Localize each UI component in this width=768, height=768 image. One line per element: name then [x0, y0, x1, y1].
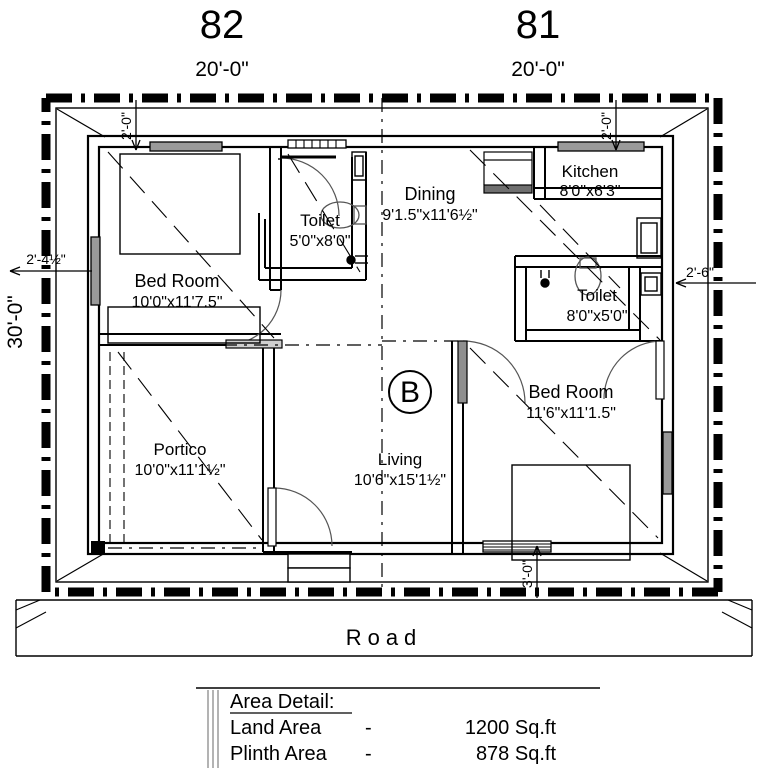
room-name-bedroom-left: Bed Room [134, 271, 219, 291]
dim-left-side-label: 2'-4½" [26, 251, 66, 267]
portico-column [91, 541, 105, 555]
dim-bottom [532, 545, 542, 598]
wc-bowl-left [320, 201, 360, 229]
room-size-dining: 9'1.5"x11'6½" [382, 207, 477, 224]
wash-basin-left-bowl [354, 155, 364, 177]
kitchen-sink [636, 217, 662, 259]
room-size-living: 10'6"x15'1½" [354, 472, 446, 489]
entry-steps [287, 553, 351, 583]
window-toilet-left-top [287, 139, 347, 149]
dim-left-side [9, 266, 92, 276]
plot-number-82: 82 [200, 3, 245, 47]
block-marker-circle [388, 370, 432, 414]
wc-bowl-right [574, 256, 602, 296]
block-marker-label: B [400, 376, 420, 409]
wash-basin-bowl [644, 276, 658, 292]
area-detail-left-rule [207, 690, 219, 768]
dim-bottom-label: 3'-0" [519, 560, 535, 588]
windows [90, 139, 673, 553]
step-1 [287, 553, 351, 569]
plot-width-82: 20'-0" [195, 58, 249, 81]
wardrobe-left [107, 306, 261, 344]
room-size-bedroom-right: 11'6"x11'1.5" [526, 405, 616, 422]
dim-right-side-label: 2'-6" [686, 264, 714, 280]
kitchen-sink-basin [640, 222, 658, 254]
furniture [107, 151, 662, 561]
room-labels: Bed Room 10'0"x11'7.5" Toilet 5'0"x8'0" … [131, 162, 627, 489]
dim-top-right-label: 2'-0" [598, 112, 614, 140]
area-row-label-1: Plinth Area [230, 743, 328, 765]
room-diagonals [107, 149, 661, 541]
window-dining-top [483, 151, 533, 161]
room-size-bedroom-left: 10'0"x11'7.5" [131, 294, 222, 311]
dim-left-overall-label: 30'-0" [4, 295, 27, 349]
doors [225, 155, 665, 547]
dim-right-side [675, 278, 756, 288]
room-size-toilet-left: 5'0"x8'0" [289, 233, 350, 250]
dim-top-left-label: 2'-0" [118, 112, 134, 140]
area-row-value-0: 1200 Sq.ft [465, 717, 557, 739]
room-name-toilet-right: Toilet [577, 286, 617, 305]
counter-dining [483, 184, 533, 194]
room-name-living: Living [378, 450, 422, 469]
step-2 [287, 567, 351, 583]
room-name-toilet-left: Toilet [300, 211, 340, 230]
wc-cistern-left [353, 205, 367, 225]
room-size-portico: 10'0"x11'1½" [134, 462, 225, 479]
road-label: Road [346, 625, 423, 650]
room-size-toilet-right: 8'0"x5'0" [566, 308, 627, 325]
area-detail-block: Area Detail: Land Area - 1200 Sq.ft Plin… [196, 687, 600, 768]
bed-right [511, 464, 631, 561]
wash-basin-left [351, 151, 367, 181]
room-name-dining: Dining [404, 184, 455, 204]
road-band [15, 599, 753, 657]
dim-top-right [611, 100, 621, 151]
corner-diagonals [56, 108, 708, 582]
window-bedroom-left-side [90, 236, 101, 306]
area-row-label-0: Land Area [230, 717, 322, 739]
room-name-kitchen: Kitchen [562, 162, 619, 181]
window-kitchen-top [557, 141, 645, 152]
dim-top-left [131, 100, 141, 151]
area-row-dash-0: - [365, 717, 372, 739]
room-name-portico: Portico [154, 440, 207, 459]
plot-number-81: 81 [516, 3, 561, 47]
window-bedroom-left-top [149, 141, 223, 152]
wash-basin-right [640, 272, 662, 296]
bed-left [119, 153, 241, 255]
area-detail-title: Area Detail: [230, 691, 335, 713]
plumbing-taps [346, 255, 550, 288]
window-bedroom-right-side [662, 431, 673, 495]
room-name-bedroom-right: Bed Room [528, 382, 613, 402]
portico-dashed-columns [109, 352, 125, 548]
room-size-kitchen: 8'0"x6'3" [559, 183, 620, 200]
slab-grid-lines [99, 98, 463, 592]
area-row-value-1: 878 Sq.ft [476, 743, 557, 765]
plot-width-81: 20'-0" [511, 58, 565, 81]
area-row-dash-1: - [365, 743, 372, 765]
